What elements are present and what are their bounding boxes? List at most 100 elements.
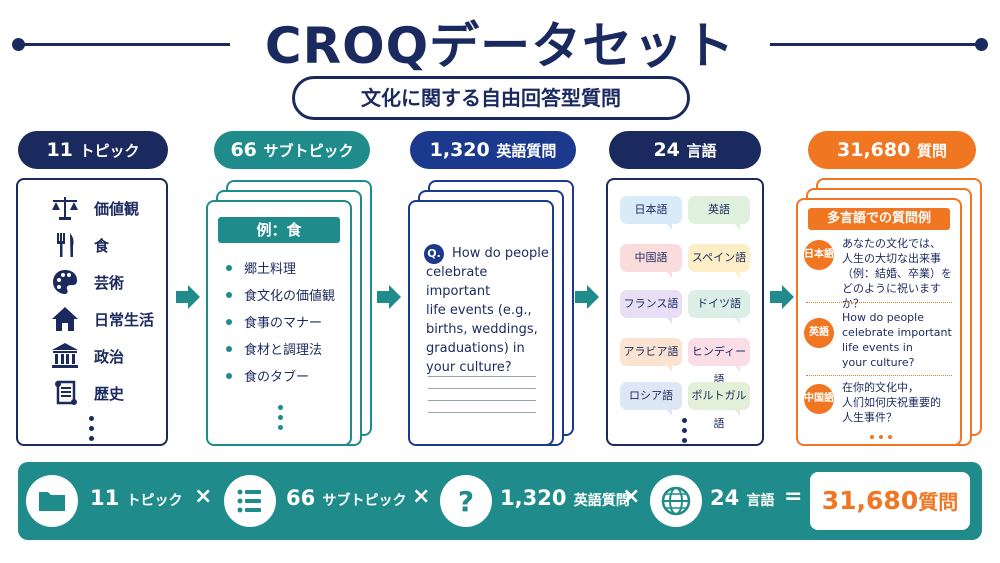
placeholder-line (428, 412, 536, 413)
subtopic-label: 食文化の価値観 (244, 289, 336, 304)
example-line: How do people (842, 311, 924, 324)
example-line: celebrate important (842, 326, 952, 339)
divider (806, 375, 952, 376)
placeholder-line (428, 388, 536, 389)
svg-text:?: ? (458, 485, 474, 518)
question-line: graduations) in (426, 341, 525, 356)
multilingual-example-text: How do people celebrate important life e… (842, 310, 952, 370)
question-line: births, weddings, (426, 322, 538, 337)
times-sign: × (194, 484, 213, 509)
header-questions-num: 1,320 (429, 139, 490, 161)
placeholder-line (428, 376, 536, 377)
header-total: 31,680 質問 (808, 131, 976, 169)
formula-result: 31,680質問 (810, 472, 970, 530)
palette-icon (53, 270, 77, 294)
formula-result-label: 質問 (918, 490, 959, 514)
subtopics-card: 例：食 郷土料理 食文化の価値観 食事のマナー 食材と調理法 食のタブー (206, 200, 352, 446)
multilingual-header: 多言語での質問例 (808, 208, 950, 230)
subtopics-more-dots (278, 405, 283, 430)
subtopics-example-header: 例：食 (218, 217, 340, 243)
subtopic-label: 食事のマナー (244, 316, 323, 331)
times-sign: × (622, 484, 641, 509)
topics-more-dots (89, 416, 94, 441)
question-badge: Q. (424, 244, 444, 264)
title-left-line (20, 43, 230, 46)
example-line: （例：結婚、卒業）を (842, 267, 952, 280)
question-mark-icon: ? (440, 475, 492, 527)
subtopic-item: 食のタブー (226, 366, 309, 385)
arrow-right-icon (770, 285, 794, 309)
arrow-right-icon (377, 285, 401, 309)
example-line: 人们如何庆祝重要的 (842, 396, 941, 409)
subtopic-item: 郷土料理 (226, 258, 296, 277)
divider (806, 302, 952, 303)
formula-subtopics: 66 サブトピック (286, 486, 407, 510)
topics-card: 価値観 食 芸術 日常生活 (16, 178, 168, 446)
example-line: 人生事件？ (842, 411, 897, 424)
formula-subtopics-label: サブトピック (322, 493, 407, 509)
header-subtopics-label: サブトピック (263, 142, 354, 160)
topic-row-daily-life: 日常生活 (50, 305, 154, 333)
scroll-icon (55, 380, 77, 405)
title-right-line (770, 43, 980, 46)
topic-row-values: 価値観 (50, 194, 139, 222)
language-bubble: ロシア語 (620, 382, 682, 416)
arrow-right-icon (176, 285, 200, 309)
example-line: your culture? (842, 356, 915, 369)
topic-label: 食 (94, 236, 110, 255)
language-bubble: 日本語 (620, 196, 682, 230)
question-line: How do people (452, 246, 549, 261)
folder-icon (26, 475, 78, 527)
formula-languages: 24 言語 (710, 486, 775, 510)
header-subtopics-num: 66 (230, 139, 257, 161)
question-line: life events (e.g., (426, 303, 532, 318)
example-line: 在你的文化中， (842, 381, 919, 394)
header-questions-label: 英語質問 (496, 142, 557, 160)
formula-subtopics-num: 66 (286, 486, 316, 510)
languages-card: 日本語 英語 中国語 スペイン語 フランス語 ドイツ語 アラビア語 ヒンディー語… (606, 178, 764, 446)
scales-icon (52, 197, 78, 220)
multilingual-example-text: 在你的文化中， 人们如何庆祝重要的 人生事件？ (842, 380, 941, 425)
header-questions: 1,320 英語質問 (410, 131, 576, 169)
page-title: CROQデータセット (264, 17, 736, 75)
formula-languages-num: 24 (710, 486, 740, 510)
formula-questions-num: 1,320 (500, 486, 567, 510)
formula-topics: 11 トピック (90, 486, 183, 510)
list-icon (224, 475, 276, 527)
formula-questions-label: 英語質問 (573, 493, 630, 509)
language-bubble: ヒンディー語 (688, 338, 750, 386)
question-line: your culture? (426, 360, 512, 375)
language-bubble: アラビア語 (620, 338, 682, 372)
topic-label: 歴史 (94, 384, 125, 403)
header-topics: 11 トピック (18, 131, 168, 169)
example-line: life events in (842, 341, 913, 354)
subtitle: 文化に関する自由回答型質問 (292, 76, 690, 120)
topic-row-history: 歴史 (50, 379, 124, 407)
formula-result-num: 31,680 (821, 486, 919, 515)
language-bubble: フランス語 (620, 290, 682, 324)
topic-row-politics: 政治 (50, 342, 124, 370)
subtopic-item: 食材と調理法 (226, 339, 322, 358)
header-total-label: 質問 (916, 142, 947, 160)
multilingual-example-text: あなたの文化では、 人生の大切な出来事 （例：結婚、卒業）を どのように祝います… (842, 236, 960, 311)
house-icon (52, 307, 78, 331)
arrow-right-icon (575, 285, 599, 309)
header-languages-label: 言語 (686, 142, 717, 160)
formula-topics-num: 11 (90, 486, 120, 510)
title-right-dot (975, 38, 988, 51)
topic-label: 芸術 (94, 273, 125, 292)
formula-topics-label: トピック (126, 493, 183, 509)
example-line: 人生の大切な出来事 (842, 252, 941, 265)
languages-more-dots (682, 418, 687, 443)
topic-label: 日常生活 (94, 310, 155, 329)
example-line: あなたの文化では、 (842, 237, 941, 250)
fork-knife-icon (57, 233, 74, 257)
lang-badge-chinese: 中国語 (804, 384, 834, 414)
topic-row-art: 芸術 (50, 268, 124, 296)
times-sign: × (412, 484, 431, 509)
subtopic-label: 郷土料理 (244, 262, 297, 277)
globe-icon (650, 475, 702, 527)
equals-sign: = (784, 484, 803, 509)
formula-questions: 1,320 英語質問 (500, 486, 630, 510)
subtopic-item: 食文化の価値観 (226, 285, 335, 304)
